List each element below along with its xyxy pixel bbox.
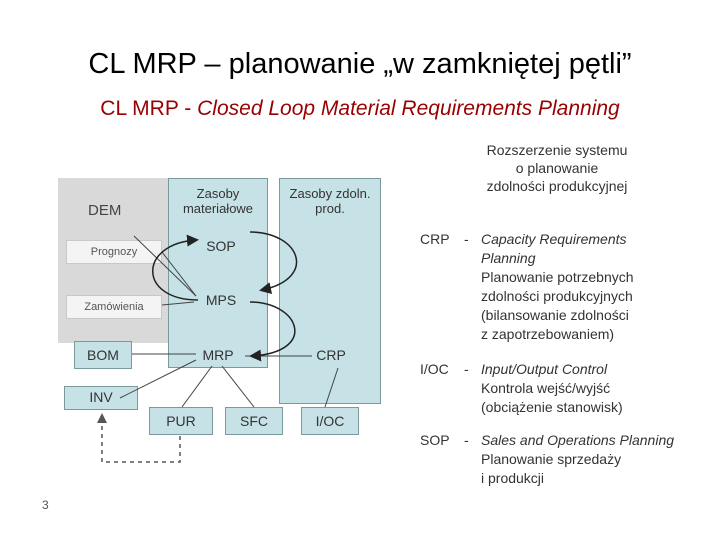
term-crp-pl-2: zdolności produkcyjnych [481, 288, 633, 304]
bom-label: BOM [87, 347, 119, 363]
term-ioc-sep: - [464, 361, 469, 377]
link-mrp-pur [181, 365, 213, 408]
term-ioc-pl-2: (obciążenie stanowisk) [481, 399, 623, 415]
ioc-box [301, 407, 359, 435]
extension-note: Rozszerzenie systemu o planowanie zdolno… [462, 141, 652, 195]
link-crp-ioc [324, 367, 339, 408]
subtitle-prefix: CL MRP - [100, 97, 198, 120]
crp-label: CRP [316, 347, 346, 363]
term-sop-en-1: Sales and Operations Planning [481, 432, 675, 448]
link-prognozy-mps [161, 251, 197, 297]
inv-box [64, 386, 138, 410]
sfc-box [225, 407, 283, 435]
term-crp-abbr: CRP [420, 231, 450, 247]
ioc-label: I/OC [315, 413, 345, 429]
feedback-loop [101, 420, 181, 463]
inv-label: INV [89, 389, 113, 405]
loop-mps-mrp [249, 301, 296, 362]
term-crp-en-1: Capacity Requirements [481, 231, 627, 247]
mps-label: MPS [205, 292, 237, 308]
extension-line-1: Rozszerzenie systemu [486, 142, 628, 158]
term-ioc-abbr: I/OC [420, 361, 449, 377]
term-sop-abbr: SOP [420, 432, 450, 448]
extension-line-2: o planowanie [515, 160, 599, 176]
sop-label: SOP [206, 238, 236, 254]
slide-title: CL MRP – planowanie „w zamkniętej pętli” [88, 48, 632, 80]
zasoby-materialowe-label: Zasoby materiałowe [182, 186, 254, 216]
page-number: 3 [42, 498, 49, 512]
link-mrp-sfc [221, 365, 255, 408]
sfc-label: SFC [240, 413, 268, 429]
term-crp-pl-1: Planowanie potrzebnych [481, 269, 634, 285]
pur-box [149, 407, 213, 435]
loop-sop-mps [249, 231, 298, 294]
term-sop-sep: - [464, 432, 469, 448]
prognozy-box: Prognozy [66, 240, 162, 264]
prognozy-label: Prognozy [90, 246, 138, 258]
feedback-arrowhead [97, 413, 107, 423]
term-crp-en-2: Planning [481, 250, 536, 266]
term-ioc-en-1: Input/Output Control [481, 361, 608, 377]
term-crp-body: Capacity Requirements Planning Planowani… [481, 230, 711, 344]
term-ioc-body: Input/Output Control Kontrola wejść/wyjś… [481, 360, 711, 417]
term-sop-body: Sales and Operations Planning Planowanie… [481, 431, 719, 488]
loop-mps-sop [152, 234, 199, 301]
term-crp-pl-3: (bilansowanie zdolności [481, 307, 629, 323]
capacity-resources-box [279, 178, 381, 404]
material-resources-box [168, 178, 268, 368]
pur-label: PUR [166, 413, 196, 429]
extension-line-3: zdolności produkcyjnej [486, 178, 628, 194]
link-inv-mrp [119, 359, 197, 399]
mrp-label: MRP [202, 347, 234, 363]
slide-subtitle: CL MRP - Closed Loop Material Requiremen… [0, 97, 720, 121]
link-zamowienia-mps [161, 301, 195, 306]
term-crp-sep: - [464, 231, 469, 247]
term-sop-pl-2: i produkcji [481, 470, 545, 486]
zamowienia-box: Zamówienia [66, 295, 162, 319]
term-sop-pl-1: Planowanie sprzedaży [481, 451, 622, 467]
zasoby-zdoln-label: Zasoby zdoln. prod. [289, 186, 371, 216]
dem-label: DEM [88, 202, 122, 219]
subtitle-italic: Closed Loop Material Requirements Planni… [197, 97, 620, 120]
term-crp-pl-4: z zapotrzebowaniem) [481, 326, 615, 342]
term-ioc-pl-1: Kontrola wejść/wyjść [481, 380, 611, 396]
zamowienia-label: Zamówienia [84, 301, 144, 313]
link-sop-mps [133, 235, 197, 297]
bom-box [74, 341, 132, 369]
